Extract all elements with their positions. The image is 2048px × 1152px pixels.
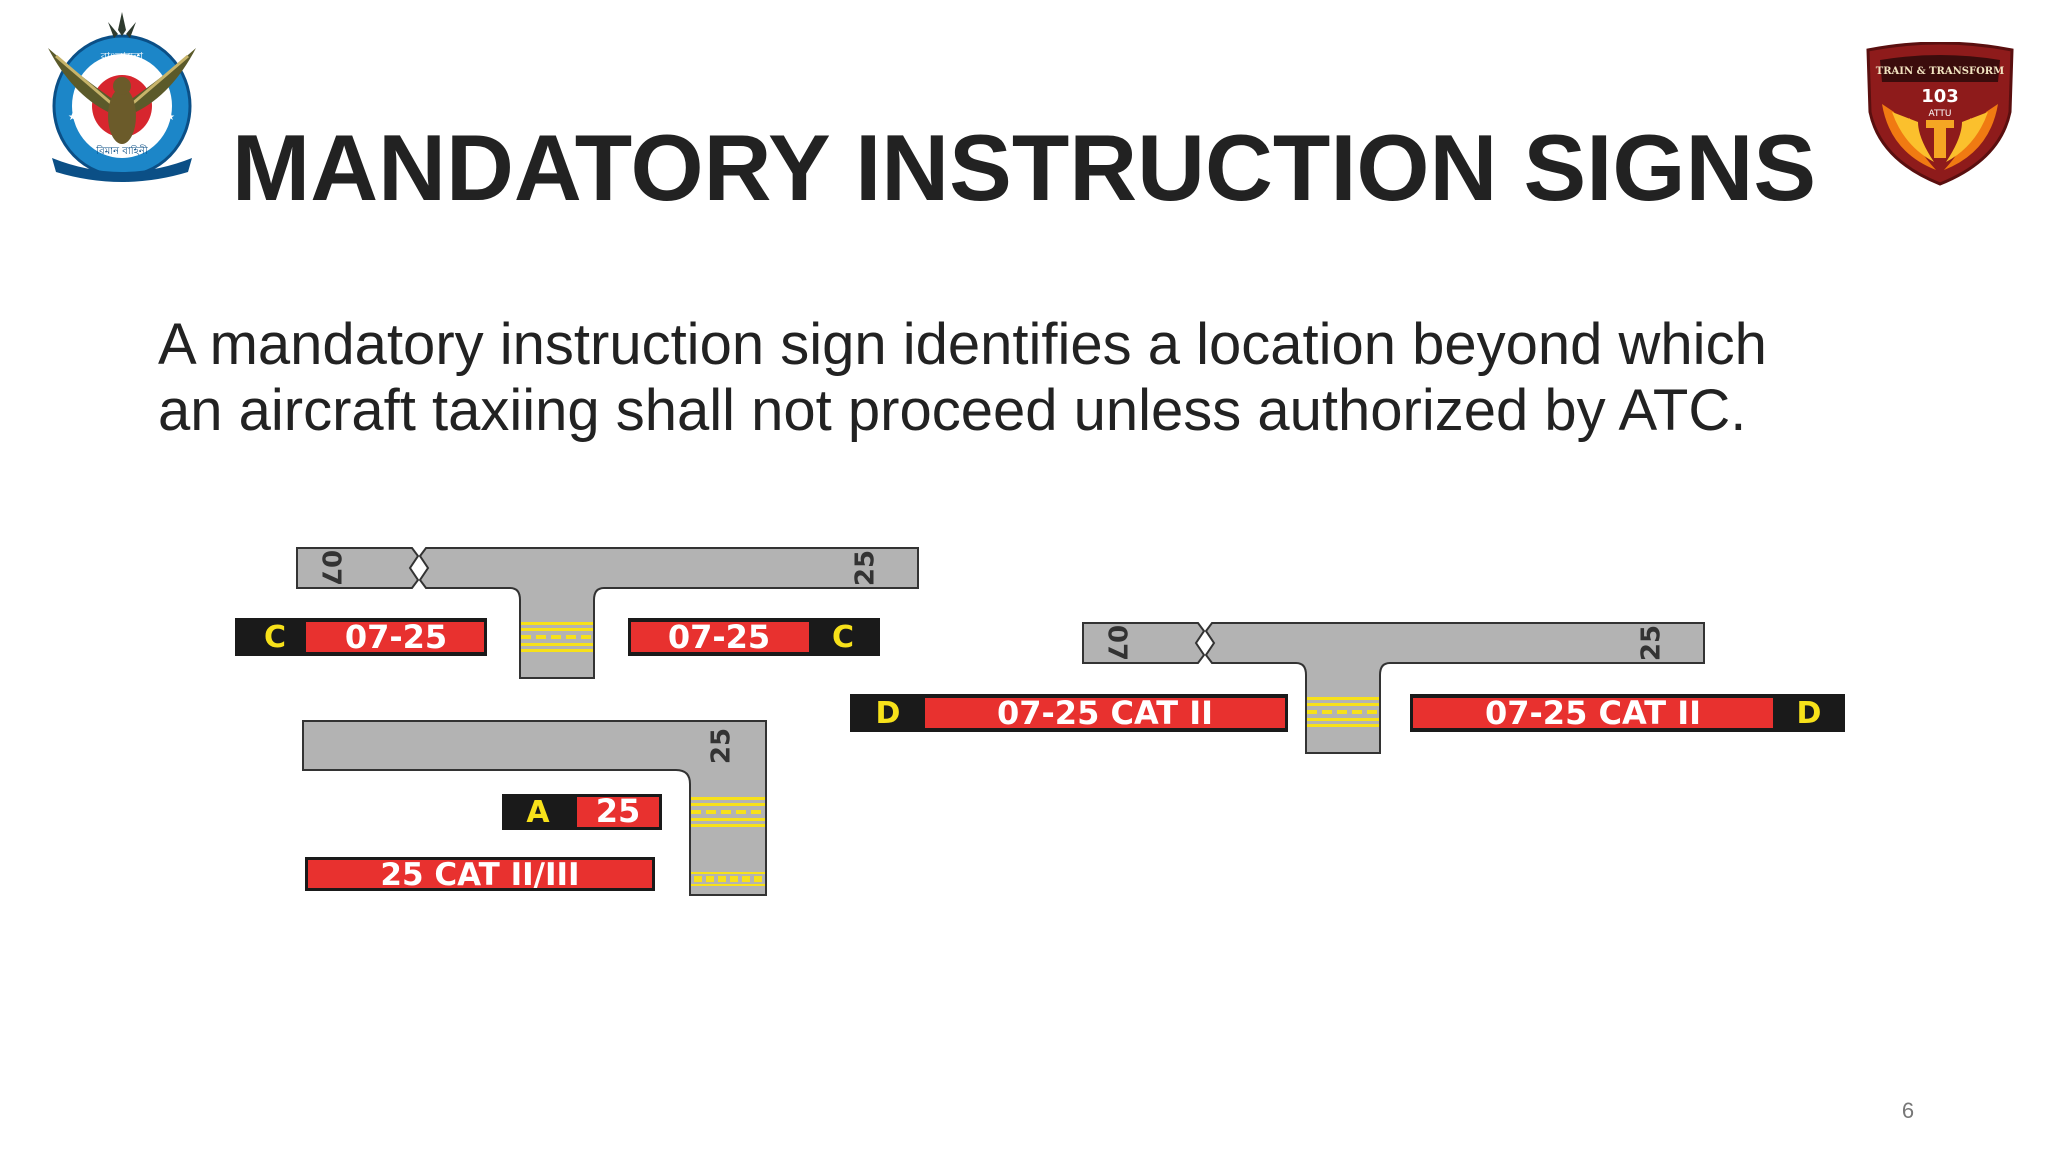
slide-body-text: A mandatory instruction sign identifies … <box>158 312 1938 444</box>
svg-text:★: ★ <box>68 112 77 123</box>
diagram-runway-c: 07 25 C 07-25 07-25 C <box>235 547 919 679</box>
page-number: 6 <box>1901 1098 1915 1123</box>
sign-location-letter: D <box>1797 696 1822 731</box>
sign-07-25-c-right: 07-25 C <box>628 618 880 656</box>
emblem-top-lettering: বাংলাদেশ <box>100 50 144 63</box>
crest-number: 103 <box>1921 86 1959 107</box>
holding-position-marking <box>521 622 593 652</box>
air-force-emblem-logo: ★ ★ বাংলাদেশ বিমান বাহিনী <box>48 12 196 182</box>
sign-runway-designator: 07-25 <box>668 618 770 656</box>
sign-cat-designator: 25 CAT II/III <box>380 857 579 893</box>
emblem-bottom-lettering: বিমান বাহিনী <box>95 144 148 157</box>
crest-banner-text: TRAIN & TRANSFORM <box>1876 66 2004 77</box>
sign-runway-designator: 07-25 CAT II <box>1485 694 1701 732</box>
runway-taxiway-pavement <box>1204 622 1705 754</box>
sign-07-25-cat-ii-d-right: 07-25 CAT II D <box>1410 694 1845 732</box>
crest-subtext: ATTU <box>1929 109 1952 119</box>
sign-d-07-25-cat-ii-left: D 07-25 CAT II <box>850 694 1288 732</box>
runway-pavement-left <box>296 547 420 589</box>
sign-runway-designator: 07-25 <box>345 618 447 656</box>
unit-crest-logo: TRAIN & TRANSFORM 103 ATTU <box>1866 42 2014 186</box>
sign-location-letter: C <box>832 620 854 655</box>
runway-taxiway-pavement <box>302 720 767 896</box>
ils-critical-area-marking <box>691 872 765 886</box>
sign-runway-designator: 07-25 CAT II <box>997 694 1213 732</box>
sign-a-25: A 25 <box>502 792 662 830</box>
body-line-2: an aircraft taxiing shall not proceed un… <box>158 378 1747 443</box>
diagram-runway-d-cat-ii: 07 25 D 07-25 CAT II 07-25 CAT II D <box>850 622 1845 754</box>
body-line-1: A mandatory instruction sign identifies … <box>158 312 1767 377</box>
runway-pavement-left <box>1082 622 1206 664</box>
sign-25-cat-ii-iii: 25 CAT II/III <box>305 857 655 893</box>
runway-taxiway-pavement <box>418 547 919 679</box>
holding-position-marking <box>1307 697 1379 727</box>
svg-text:★: ★ <box>166 112 175 123</box>
sign-c-07-25-left: C 07-25 <box>235 618 487 656</box>
runway-end-25-label: 25 <box>851 550 881 586</box>
sign-location-letter: A <box>526 795 550 830</box>
sign-location-letter: D <box>876 696 901 731</box>
runway-end-07-label: 07 <box>316 550 346 586</box>
slide-title: MANDATORY INSTRUCTION SIGNS <box>231 115 1817 220</box>
diagram-runway-a-25: 25 A 25 25 CAT II/III <box>302 720 767 896</box>
runway-end-25-label: 25 <box>1637 625 1667 661</box>
runway-end-07-label: 07 <box>1102 625 1132 661</box>
holding-position-marking <box>691 797 765 827</box>
sign-location-letter: C <box>264 620 286 655</box>
runway-end-25-label: 25 <box>707 728 737 764</box>
sign-runway-designator: 25 <box>596 792 641 830</box>
